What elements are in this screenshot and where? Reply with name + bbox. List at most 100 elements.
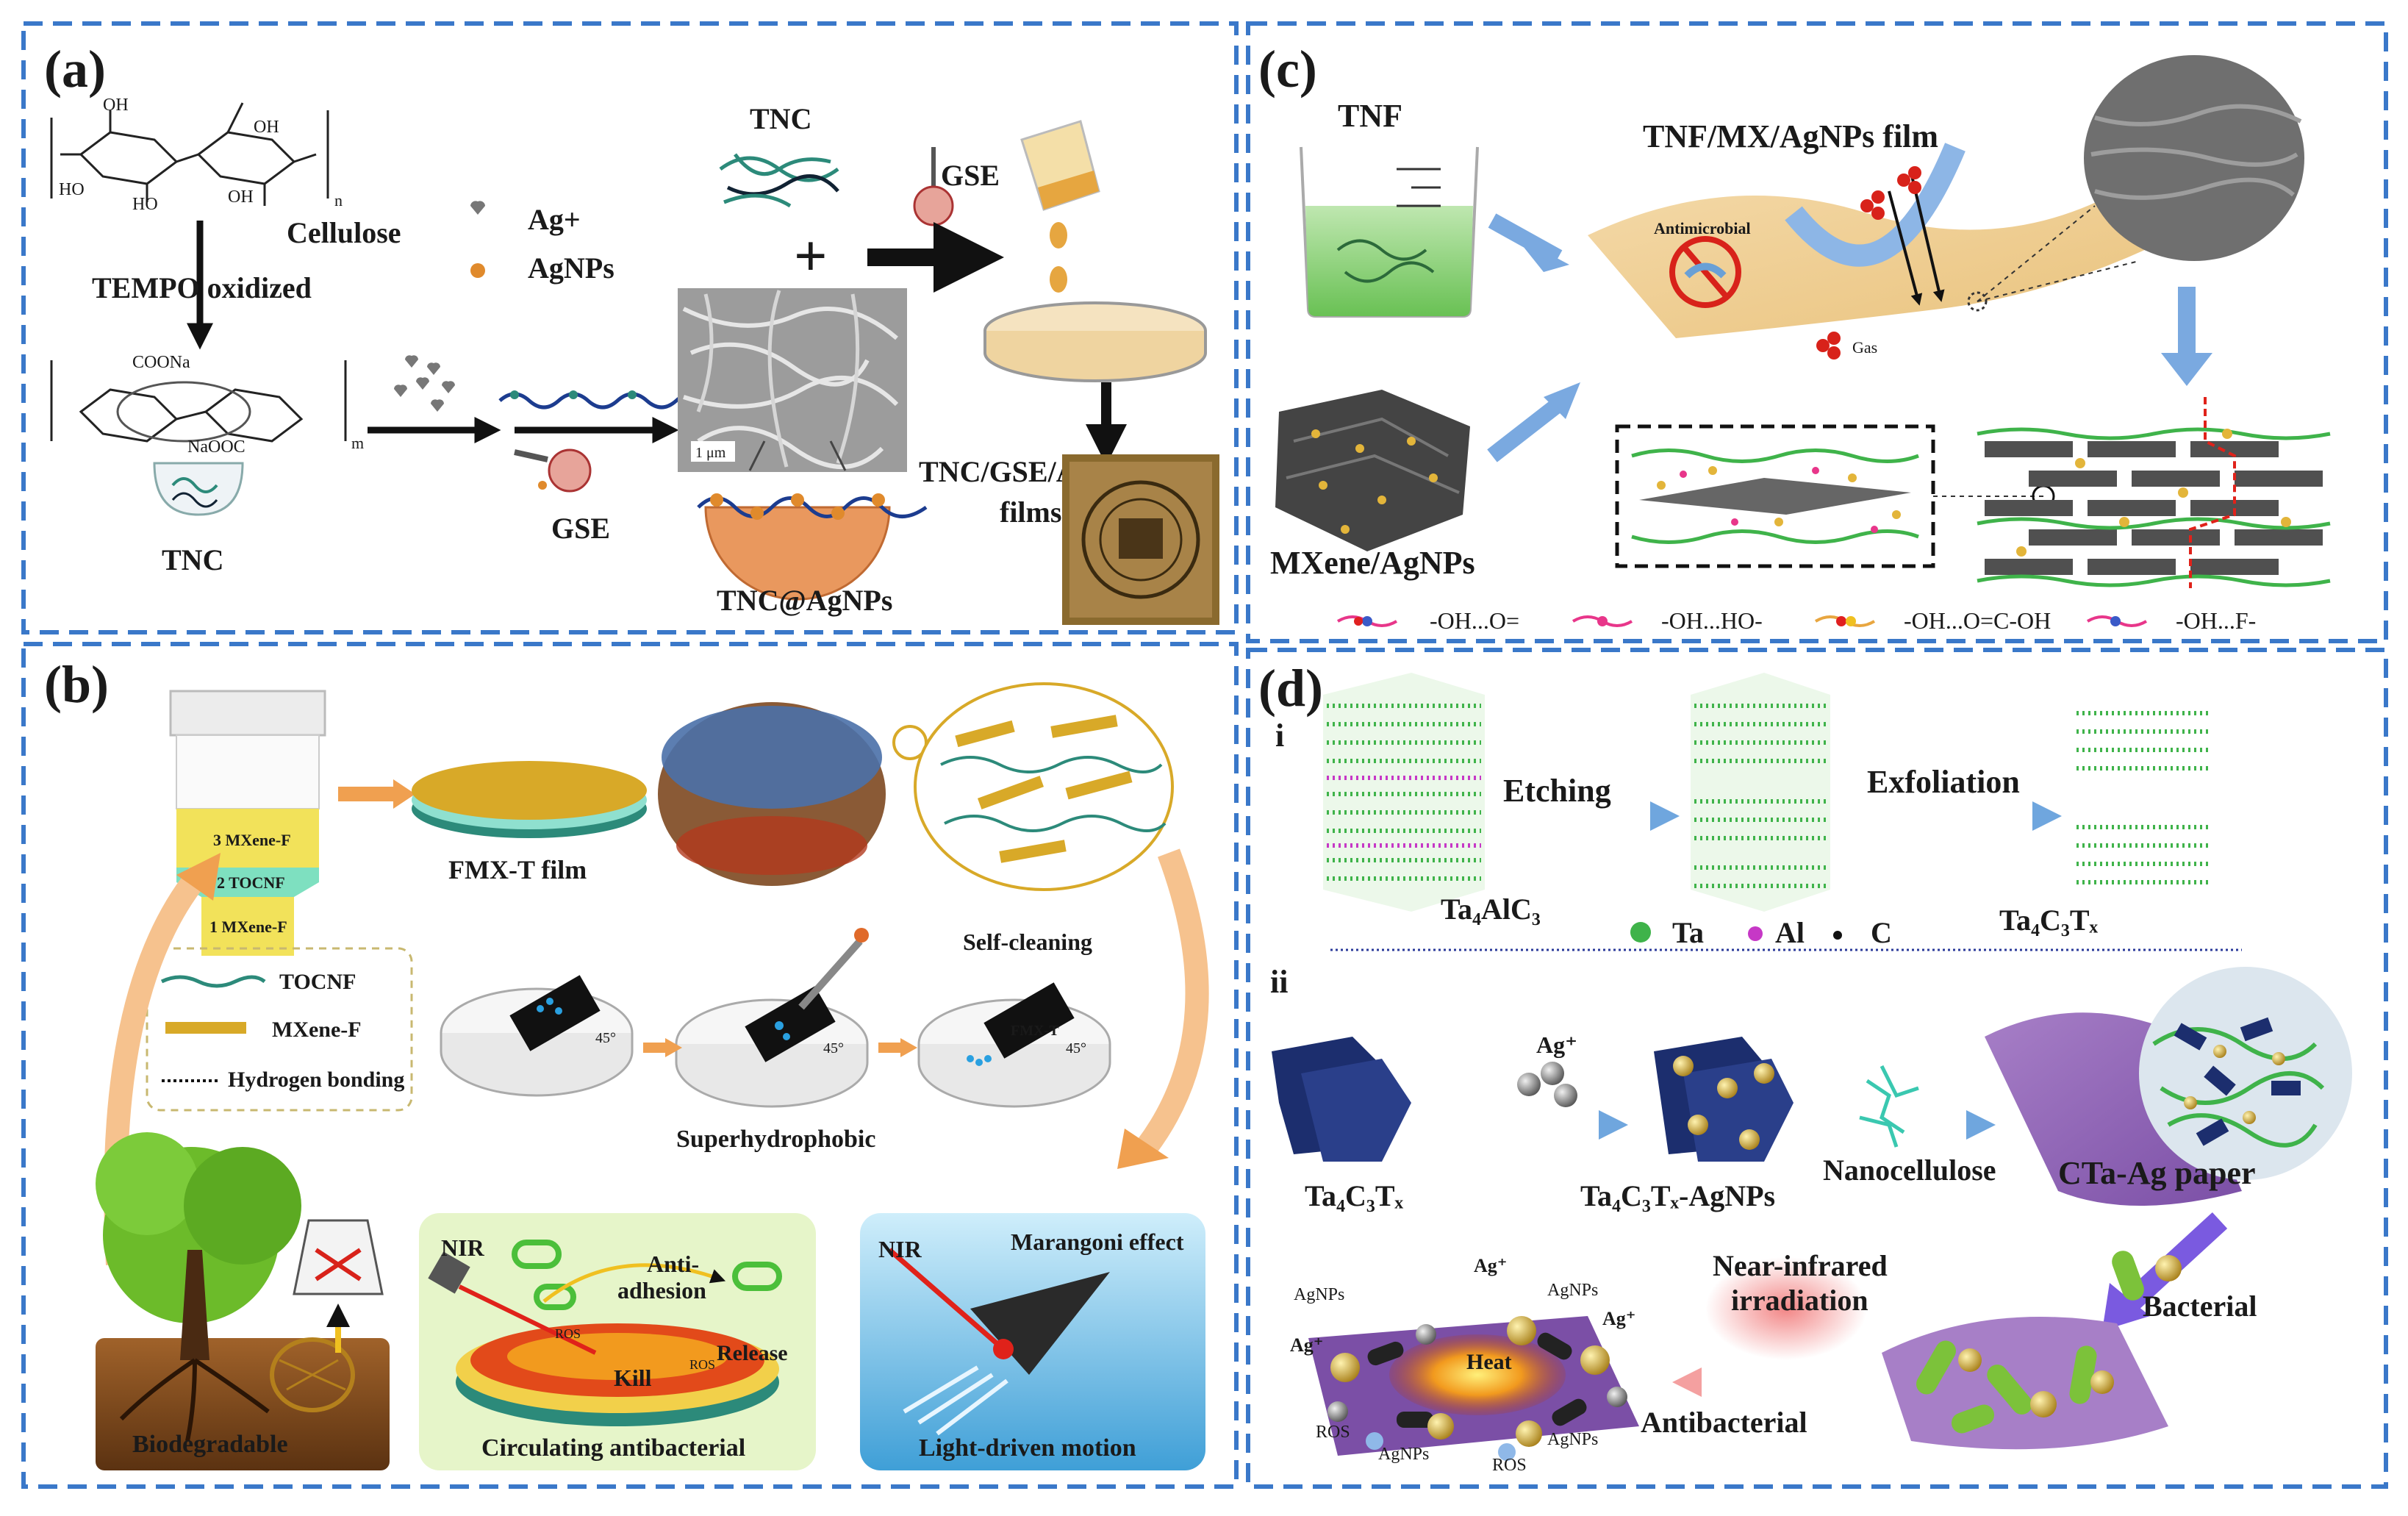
etching-label: Etching xyxy=(1503,773,1611,809)
angle-label-1: 45° xyxy=(595,1030,616,1046)
nanocellulose-label: Nanocellulose xyxy=(1823,1154,1996,1187)
pouring-beaker xyxy=(1020,120,1100,293)
triangle-film xyxy=(970,1272,1110,1375)
film-title: TNF/MX/AgNPs film xyxy=(1643,118,1938,154)
filtration-column xyxy=(169,690,326,956)
arrow-b-2-head xyxy=(665,1038,682,1057)
agplus-label-d3: Ag⁺ xyxy=(1290,1334,1324,1356)
films-label-2: films xyxy=(1000,496,1061,529)
agnps-label-d4: AgNPs xyxy=(1547,1430,1598,1449)
nir-beam-b2 xyxy=(887,1248,1006,1351)
etched-lattice xyxy=(1691,673,1830,912)
bacterial-label: Bacterial xyxy=(2143,1290,2257,1323)
sem-layers xyxy=(2090,104,2302,200)
ros-label-d2: ROS xyxy=(1492,1456,1527,1475)
naooc-label: NaOOC xyxy=(187,437,246,457)
ag-plus-label: Ag⁺ xyxy=(1536,1031,1577,1058)
cellulose-structure xyxy=(50,102,329,206)
mxene-agnps-label: MXene/AgNPs xyxy=(1270,545,1475,581)
gse-mid-label: GSE xyxy=(551,512,610,545)
cycle-arrow-right-head xyxy=(1117,1129,1169,1169)
tnc-chain xyxy=(498,392,707,410)
ta4c3tx-sheets xyxy=(1272,1037,1411,1162)
n-subscript: n xyxy=(334,191,343,210)
mxene-legend-icon xyxy=(165,1022,246,1034)
legend-ta: Ta xyxy=(1672,916,1704,949)
bacteria-on-paper-top xyxy=(2112,1251,2182,1301)
ho-label-1: HO xyxy=(59,180,85,199)
oh-label-3: OH xyxy=(228,187,254,207)
ta4c3tx-i-label: Ta₄C₃Tₓ xyxy=(1999,904,2099,937)
dish-3 xyxy=(917,982,1111,1108)
agnps-label-d3: AgNPs xyxy=(1378,1445,1429,1464)
panel-d: (d) i Ta₄AlC₃ Etching xyxy=(1258,659,2352,1475)
brick-wall xyxy=(1985,441,2323,575)
arrow-c-1-shaft xyxy=(1488,213,1563,265)
tnc-agnps-label: TNC@AgNPs xyxy=(717,584,892,617)
m-subscript: m xyxy=(351,434,364,452)
mxene-sheets xyxy=(1275,390,1470,551)
light-driven-label: Light-driven motion xyxy=(919,1434,1136,1462)
bond-legend-1: -OH...O= xyxy=(1430,607,1519,634)
panel-c: (c) TNF MXene/AgNPs TNF/MX/AgNPs film An… xyxy=(1258,40,2331,634)
coona-label: COONa xyxy=(132,353,190,372)
layer1-label: 1 MXene-F xyxy=(209,918,287,936)
ag-arrow-head xyxy=(1599,1110,1628,1140)
tnc-agnps-sphere xyxy=(697,440,928,601)
legend-c: C xyxy=(1871,916,1892,949)
agnps-icon xyxy=(470,263,485,278)
section-ii-label: ii xyxy=(1270,964,1288,1000)
tempo-label: TEMPO oxidized xyxy=(92,271,312,304)
ag-ion-icon xyxy=(470,201,485,215)
exfoliated-flakes xyxy=(2076,711,2209,884)
antibacterial-arrow-head xyxy=(1672,1367,1702,1397)
tnc-beaker xyxy=(153,462,244,516)
self-cleaning-label: Self-cleaning xyxy=(963,929,1092,955)
nano-structure-zoom xyxy=(914,682,1174,891)
ta4alc3-label: Ta₄AlC₃ xyxy=(1441,893,1541,926)
gas-reflect-arrow xyxy=(1785,143,1966,267)
ta4c3tx-agnps-sheets xyxy=(1654,1037,1794,1162)
nir-label-d1: Near-infrared xyxy=(1713,1249,1888,1282)
legend-al: Al xyxy=(1775,916,1805,949)
sem-image: 1 μm xyxy=(678,288,907,472)
tnc-fiber-cluster xyxy=(719,153,839,208)
dish-2 xyxy=(675,928,869,1108)
antibacterial-disc xyxy=(456,1323,779,1426)
cta-ag-label: CTa-Ag paper xyxy=(2058,1155,2256,1191)
biodegradable-label: Biodegradable xyxy=(132,1431,288,1458)
arrow-c-2-head xyxy=(1544,382,1580,419)
anti-adhesion-label-2: adhesion xyxy=(617,1277,706,1304)
ta4c3tx-ii-label: Ta₄C₃Tₓ xyxy=(1305,1179,1404,1212)
nanocellulose-arrow-head xyxy=(1966,1110,1996,1140)
bond-legend-4: -OH...F- xyxy=(2176,607,2256,634)
panel-b: (b) 3 MXene-F 2 TOCNF 1 MXene-F FMX-T fi… xyxy=(44,655,1209,1470)
panel-frames xyxy=(21,21,2388,1489)
panel-c-letter: (c) xyxy=(1258,40,1317,99)
zoom-circle xyxy=(1967,291,1988,312)
anti-adhesion-label-1: Anti- xyxy=(647,1251,699,1277)
arrow-b-1-head xyxy=(393,779,415,809)
ag-ion-spheres xyxy=(1517,1062,1577,1107)
tnc-chain-beads xyxy=(510,390,695,399)
arrow-c-3-head xyxy=(2161,353,2212,386)
layer2-label: 2 TOCNF xyxy=(217,873,285,892)
oh-label-1: OH xyxy=(103,96,129,115)
ros-label-d1: ROS xyxy=(1316,1423,1350,1442)
dish-1 xyxy=(440,975,634,1097)
bond-legend-3: -OH...O=C-OH xyxy=(1904,607,2051,634)
ho-label-2: HO xyxy=(132,195,158,214)
exfoliation-arrow-head xyxy=(2032,801,2062,831)
heat-label: Heat xyxy=(1466,1350,1512,1374)
bond-legend-2: -OH...HO- xyxy=(1661,607,1763,634)
tnf-label: TNF xyxy=(1338,98,1402,134)
nir-glow xyxy=(1705,1257,1867,1360)
heat-composite xyxy=(1308,1316,1639,1461)
plus-sign: + xyxy=(794,224,828,289)
agplus-label-d2: Ag⁺ xyxy=(1602,1308,1636,1329)
panel-d-letter: (d) xyxy=(1258,659,1323,718)
antibacterial-arrow-1 xyxy=(542,1263,726,1303)
panel-a-frame xyxy=(21,21,1239,634)
nir-spot xyxy=(993,1339,1014,1359)
